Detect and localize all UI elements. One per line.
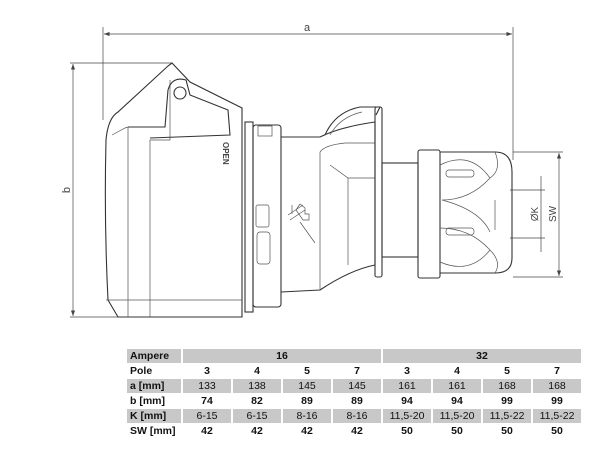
row-header: Pole — [130, 365, 153, 377]
table-cell: 42 — [251, 425, 263, 437]
table-cell: 11,5-22 — [533, 409, 581, 423]
table-cell: 94 — [451, 395, 463, 407]
row-header: SW [mm] — [130, 425, 176, 437]
table-cell: 7 — [354, 365, 360, 377]
locking-ring — [244, 121, 282, 313]
table-cell: 11,5-20 — [383, 409, 431, 423]
socket-housing: OPEN — [104, 62, 243, 318]
table-cell: 99 — [551, 395, 563, 407]
table-cell: 42 — [351, 425, 363, 437]
connector-technical-drawing: a b OPEN — [61, 22, 563, 318]
table-cell: 161 — [433, 379, 481, 393]
table-cell: 145 — [283, 379, 331, 393]
table-cell: 11,5-20 — [433, 409, 481, 423]
table-row: K [mm] 6-15 6-15 8-16 8-16 11,5-20 11,5-… — [127, 409, 581, 423]
dimension-b: b — [61, 62, 172, 318]
table-cell: 7 — [554, 365, 560, 377]
table-cell: 82 — [251, 395, 263, 407]
table-cell: 5 — [504, 365, 510, 377]
table-cell: 42 — [301, 425, 313, 437]
table-cell: 161 — [383, 379, 431, 393]
open-label: OPEN — [221, 142, 230, 165]
table-row: Pole 3 4 5 7 3 4 5 7 — [127, 364, 581, 378]
table-cell: 4 — [254, 365, 260, 377]
dimension-k: ØK — [510, 176, 545, 252]
dimension-a: a — [102, 22, 514, 160]
table-cell: 50 — [551, 425, 563, 437]
cable-gland — [417, 149, 513, 279]
table-cell: 50 — [501, 425, 513, 437]
dimensions-table: Ampere 16 32 Pole 3 4 5 7 3 4 5 7 a [mm]… — [125, 348, 583, 439]
table-row-ampere: Ampere 16 32 — [127, 349, 581, 363]
table-cell: 74 — [201, 395, 213, 407]
table-cell: 89 — [301, 395, 313, 407]
table-cell: 6-15 — [233, 409, 281, 423]
table-cell: 99 — [501, 395, 513, 407]
table-cell: 50 — [401, 425, 413, 437]
connector-body — [280, 106, 419, 293]
table-cell: 94 — [401, 395, 413, 407]
table-cell: 145 — [333, 379, 381, 393]
table-cell: 138 — [233, 379, 281, 393]
table-row: SW [mm] 42 42 42 42 50 50 50 50 — [127, 424, 581, 438]
table-cell: 3 — [204, 365, 210, 377]
table-cell: 4 — [454, 365, 460, 377]
table-cell: 42 — [201, 425, 213, 437]
table-cell: 133 — [183, 379, 231, 393]
dimension-k-label: ØK — [530, 206, 541, 221]
dimension-a-label: a — [304, 22, 311, 34]
ampere-32: 32 — [383, 349, 581, 363]
row-header: a [mm] — [127, 379, 181, 393]
table-row: b [mm] 74 82 89 89 94 94 99 99 — [127, 394, 581, 408]
dimension-sw-label: SW — [548, 205, 559, 222]
table-cell: 8-16 — [333, 409, 381, 423]
table-cell: 11,5-22 — [483, 409, 531, 423]
table-cell: 8-16 — [283, 409, 331, 423]
screwdriver-unlock-icon — [287, 203, 316, 244]
table-cell: 89 — [351, 395, 363, 407]
row-header: b [mm] — [130, 395, 165, 407]
table-cell: 50 — [451, 425, 463, 437]
row-header: Ampere — [127, 349, 181, 363]
table-cell: 5 — [304, 365, 310, 377]
table-row: a [mm] 133 138 145 145 161 161 168 168 — [127, 379, 581, 393]
table-cell: 3 — [404, 365, 410, 377]
dimension-sw: SW — [513, 151, 563, 278]
ampere-16: 16 — [183, 349, 381, 363]
dimension-b-label: b — [61, 187, 73, 193]
table-cell: 168 — [533, 379, 581, 393]
row-header: K [mm] — [127, 409, 181, 423]
table-cell: 168 — [483, 379, 531, 393]
table-cell: 6-15 — [183, 409, 231, 423]
